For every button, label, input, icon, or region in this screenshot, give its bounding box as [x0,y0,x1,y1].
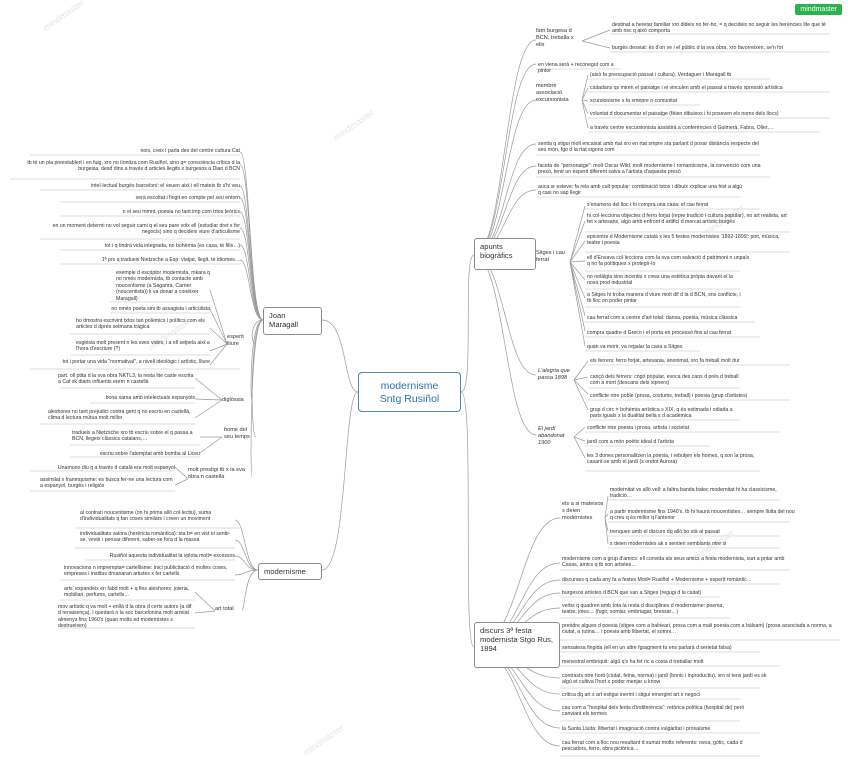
topic-diglossia-1[interactable]: part. oll ptita d la sva obra NKTL3, la … [58,373,194,386]
topic-maragall-1[interactable]: nois, creix i parla des del centre cultu… [140,148,240,154]
topic-discurs-11[interactable]: la Santa Lluïta: llibertat i imaginació … [562,726,711,732]
subtopic-jardi-abandonat[interactable]: El jardí abandonat 1900 [538,426,565,446]
branch-modernisme[interactable]: modernisme [258,563,322,580]
topic-maragall-4[interactable]: serà escoltat i fingit en compte pel seu… [135,195,240,201]
subtopic-alegria-que-passa[interactable]: L'alegria que passa 1898 [538,368,570,381]
topic-excursionista-1[interactable]: (això fa preocupació passat i cultura), … [590,72,732,78]
topic-art-total-1[interactable]: arts' expandeix en fabd molt + q fins al… [64,586,190,599]
topic-alegria-2[interactable]: cançó dels ferrers: cngó popular, evoca … [590,374,739,387]
subtopic-prestigi[interactable]: molt prestigi tb x la sva obra n castell… [188,467,245,480]
topic-home-1[interactable]: tradueix a Nietzsche xro tb escriu sobre… [72,430,193,443]
topic-mateixos-1[interactable]: modernitat vs allò vell: a faltra banda … [610,487,777,500]
topic-modernisme-2[interactable]: individualitats valora (herència romànti… [80,531,231,544]
topic-modernisme-4[interactable]: innovacions n imprempta= cartellisme: in… [64,565,228,578]
mindmaster-logo[interactable]: mindmaster [795,4,842,15]
topic-home-2[interactable]: escriu sobre l'atemptat amb bomba al Lic… [99,451,200,457]
topic-sentia[interactable]: sentia q stigui molt encaixat amb rtat x… [538,141,759,154]
topic-maragall-2[interactable]: tb té un pla preestablert i en fuig, xro… [27,160,240,173]
topic-prestigi-2[interactable]: assimilat x franmquisme: es busca fer-ne… [40,477,173,490]
topic-mateixos-4[interactable]: s deien modernistes ak s sentien semblan… [610,541,727,547]
topic-discurs-4[interactable]: verbs q quadren amb tota la resta d disc… [562,603,724,616]
topic-jardi-2[interactable]: jardí com a món poètic ideal d l'artista [587,439,674,445]
topic-discurs-12[interactable]: cau ferrat com a lloc nou resultant d su… [562,740,743,753]
topic-alegria-1[interactable]: els ferrers: ferro forjat, artesania, an… [590,358,740,364]
subtopic-fam-burgesa[interactable]: fam burgesa d BCN, treballa x ells [536,28,574,48]
topic-sitges-9[interactable]: quan va morir, va regalar la casa a Sitg… [587,344,683,350]
topic-maragall-3[interactable]: intel·lectual burgès barceloní: el veuen… [91,183,240,189]
branch-label: modernisme [264,567,306,576]
topic-discurs-2[interactable]: discurses q cada any fa a festes Mod= Ru… [562,577,752,583]
subtopic-excursionista[interactable]: membre associació excursionista [536,83,569,103]
topic-maragall-8[interactable]: 1ª prs q tradueix Nietzsche a Esp: viatj… [101,257,240,263]
subtopic-esperit-lliure[interactable]: esperit lliure [227,334,244,347]
topic-excursionista-4[interactable]: voluntat d documentar el paisatge (fèien… [590,111,779,117]
topic-modernisme-3[interactable]: Rusiñol aquesta individualitat la vplota… [109,553,235,559]
topic-jardi-3[interactable]: les 3 dones personalitzen la poesia, i r… [587,453,755,466]
topic-discurs-5[interactable]: prendre algues d poesia (sitges com a ba… [562,623,832,636]
topic-esperit-3[interactable]: ho dmostra escrivint txtos tan polèmics … [76,318,205,331]
topic-sitges-4[interactable]: ell d'Ensava col·leccions com la sva com… [587,255,750,268]
topic-maragall-7[interactable]: tot i q tindrà vida integrada, no bohèmi… [104,243,240,249]
central-topic-line2: Sntg Rusiñol [379,392,440,405]
topic-discurs-9[interactable]: crítica dq art x art estigui inerint i s… [562,692,701,698]
topic-destinat-heretar[interactable]: destinat a heretar familiar xro dideix n… [612,22,826,35]
branch-discurs[interactable]: discurs 3ª festa modernista Stgo Rus, 18… [474,622,560,668]
branch-apunts-biografics[interactable]: apunts biogràfics [474,238,536,270]
topic-diglossia-2[interactable]: bona xarxa amb intelectuals espanyols [105,395,195,401]
topic-discurs-8[interactable]: contrasts ntre horti (ciutat, feina, nor… [562,673,767,686]
subtopic-sitges-cau-ferrat[interactable]: Sitges i cau ferrat [536,250,565,263]
branch-label: Joan Maragall [269,311,299,329]
subtopic-modernistes[interactable]: els a si mateixos s deien modernistes [562,501,604,521]
topic-burges-desviat[interactable]: burgès desviat: és d'on ve i el públic d… [612,45,783,51]
topic-discurs-1[interactable]: modernisme com a grup d'amics: ell convi… [562,556,785,569]
branch-label: apunts biogràfics [480,242,513,260]
topic-discurs-7[interactable]: menestral embriquit: algú q's ha fet ric… [562,659,704,665]
topic-maragall-6[interactable]: en un moment determi no vol seguir cami … [52,223,240,236]
topic-jardi-1[interactable]: conflicte ntre poesia i prosa, artista i… [587,425,690,431]
topic-esperit-1[interactable]: exemple d escriptor modernista, mkara q … [116,270,210,302]
topic-maragall-5[interactable]: n el seu mmnt, poesia no tant imp com tr… [122,209,240,215]
topic-excursionista-2[interactable]: ciutadans qs miren el paisatge i el vinc… [590,85,783,91]
central-topic-line1: modernisme [380,380,439,392]
branch-joan-maragall[interactable]: Joan Maragall [263,307,322,335]
topic-discurs-6[interactable]: sensatesa fingida (ell en un altre fgrag… [562,645,732,651]
topic-discurs-3[interactable]: burgesos artistes d BCN que van a Sitges… [562,590,702,596]
topic-viena[interactable]: en viena serà + reconegut com a pintor [538,62,614,75]
subtopic-diglossia[interactable]: diglòssia [222,397,244,403]
topic-art-total-2[interactable]: mov artístic q va molt + enllà d la obra… [58,604,192,630]
topic-prestigi-1[interactable]: Unamuno diu q a través d català era molt… [57,465,175,471]
topic-sitges-3[interactable]: epicentre d Modernisme català x les 5 fe… [587,234,780,247]
topic-excursionista-3[interactable]: xcursionisme s fa smepre n comunitat [590,98,678,104]
topic-esperit-2[interactable]: no nmés poeta sini tb assagista i articu… [111,306,210,312]
topic-mateixos-2[interactable]: a partir modernisme fins 1940's, tb hi h… [610,509,795,522]
topic-sitges-6[interactable]: a Sitges hi troba manera d viure molt di… [587,292,741,305]
topic-sitges-5[interactable]: no nolàlgia sino incentiu x crear una es… [587,274,733,287]
central-topic[interactable]: modernisme Sntg Rusiñol [358,372,461,412]
subtopic-home-del-seu-temps[interactable]: home del seu temps [224,427,250,440]
topic-alegria-3[interactable]: conflicte ntre poble (prosa, costums, tr… [590,393,748,399]
topic-sitges-7[interactable]: cau ferrat com a centre d'art total: dan… [587,315,738,321]
branch-label: discurs 3ª festa modernista Stgo Rus, 18… [480,626,554,653]
topic-esperit-5[interactable]: tot i portar una vida "normatival", a ni… [62,359,210,365]
topic-sitges-8[interactable]: compra quadre d Greco i el porta en proc… [587,330,732,336]
topic-diglossia-3[interactable]: aleshores no tant prejudici contra gent … [48,409,191,422]
topic-sitges-1[interactable]: s'enamora del lloc i hi compra una casa:… [587,202,709,208]
topic-excursionista-5[interactable]: a través centre excursionista assistirà … [590,125,774,131]
topic-discurs-10[interactable]: cau com a "hospital dels ferits d'indife… [562,705,745,718]
topic-faceta[interactable]: faceta de "personatge": molt Oscar Wild,… [538,163,761,176]
topic-alegria-4[interactable]: grup d circ = bohèmia artística s XIX, q… [590,407,733,420]
subtopic-art-total[interactable]: art total [215,606,234,612]
topic-modernisme-1[interactable]: al contrari noucentisme (on hi prima all… [80,510,212,523]
topic-auca[interactable]: auca sr esteve: fa rela amb cult popular… [538,184,743,197]
topic-mateixos-3[interactable]: trenquen amb el discurs dq allò bo stà a… [610,529,720,535]
topic-sitges-2[interactable]: hi col·lecciona objectes d ferro forjat … [587,213,787,226]
topic-esperit-4[interactable]: església molt present n les sves vides, … [76,340,210,353]
